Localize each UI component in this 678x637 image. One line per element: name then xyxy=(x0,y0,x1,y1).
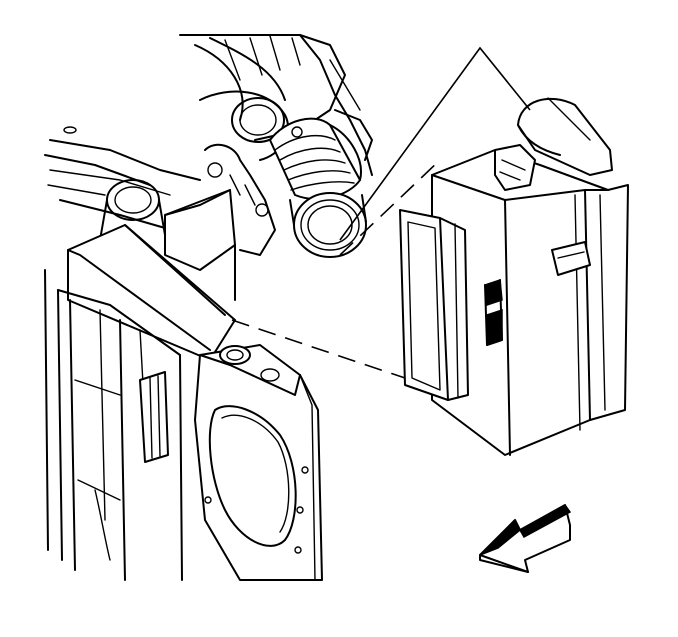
callout-lines xyxy=(231,46,531,379)
front-direction-arrow-icon xyxy=(479,504,572,573)
air-cleaner-housing xyxy=(399,97,629,456)
air-intake-duct-hose xyxy=(269,109,373,258)
radiator-support-bracket xyxy=(44,224,323,581)
